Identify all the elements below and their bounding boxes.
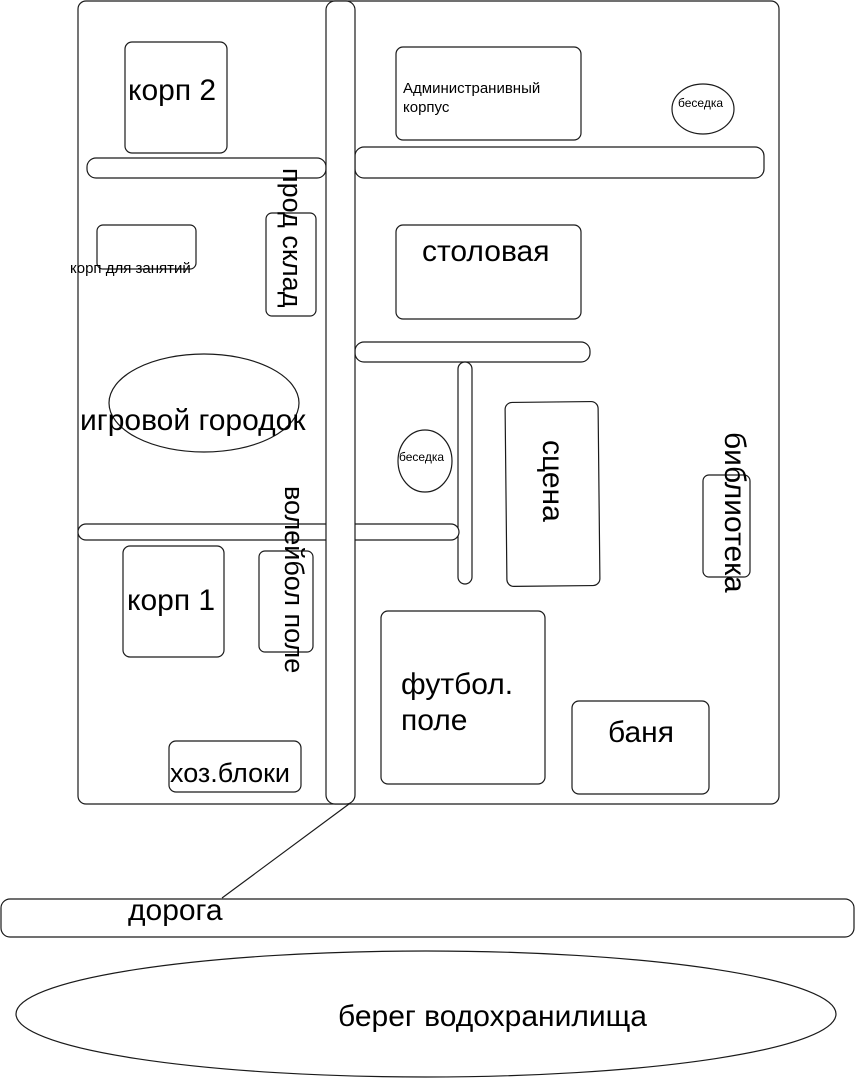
canteen-building xyxy=(395,224,582,320)
stage-building xyxy=(504,400,601,588)
gazebo-middle-label: беседка xyxy=(399,450,444,464)
short-vertical-path xyxy=(457,361,473,585)
admin-label-line1: Администранивный xyxy=(403,80,540,97)
warehouse-label: прод склад xyxy=(277,168,307,308)
library-building xyxy=(702,474,751,578)
football-label-line2: поле xyxy=(401,704,467,737)
gazebo-top-label: беседка xyxy=(678,96,723,110)
playground-label: игровой городок xyxy=(80,404,306,437)
road xyxy=(0,898,855,938)
playground-area xyxy=(108,353,300,453)
classes-building xyxy=(96,224,197,270)
football-label-line1: футбол. xyxy=(401,668,513,701)
road-label: дорога xyxy=(128,894,223,927)
classes-label: корп для занятий xyxy=(70,260,191,277)
library-label: библиотека xyxy=(718,432,751,593)
utility-label: хоз.блоки xyxy=(170,758,290,788)
volleyball-label: волейбол поле xyxy=(279,486,309,673)
warehouse-building xyxy=(265,212,317,317)
stage-label: сцена xyxy=(536,440,569,522)
utility-block xyxy=(168,740,302,793)
korp1-label: корп 1 xyxy=(127,584,215,617)
admin-building xyxy=(395,46,582,141)
middle-right-path xyxy=(354,341,591,363)
camp-boundary xyxy=(77,0,780,805)
canteen-label: столовая xyxy=(422,235,550,268)
gazebo-middle xyxy=(397,429,453,493)
shore-label: берег водохранилища xyxy=(338,1000,647,1033)
upper-right-path xyxy=(354,146,765,179)
lower-horizontal-path xyxy=(77,523,460,541)
gazebo-top xyxy=(671,83,735,135)
bath-building xyxy=(571,700,710,795)
korp2-label: корп 2 xyxy=(128,74,216,107)
volleyball-field xyxy=(258,550,314,653)
main-vertical-path xyxy=(325,0,356,805)
korp2-building xyxy=(124,41,228,154)
korp1-building xyxy=(122,545,225,658)
admin-label-line2: корпус xyxy=(403,99,450,116)
reservoir-shore xyxy=(15,950,837,1078)
bath-label: баня xyxy=(608,716,674,749)
exit-path-line xyxy=(221,803,350,899)
football-field xyxy=(380,610,546,785)
